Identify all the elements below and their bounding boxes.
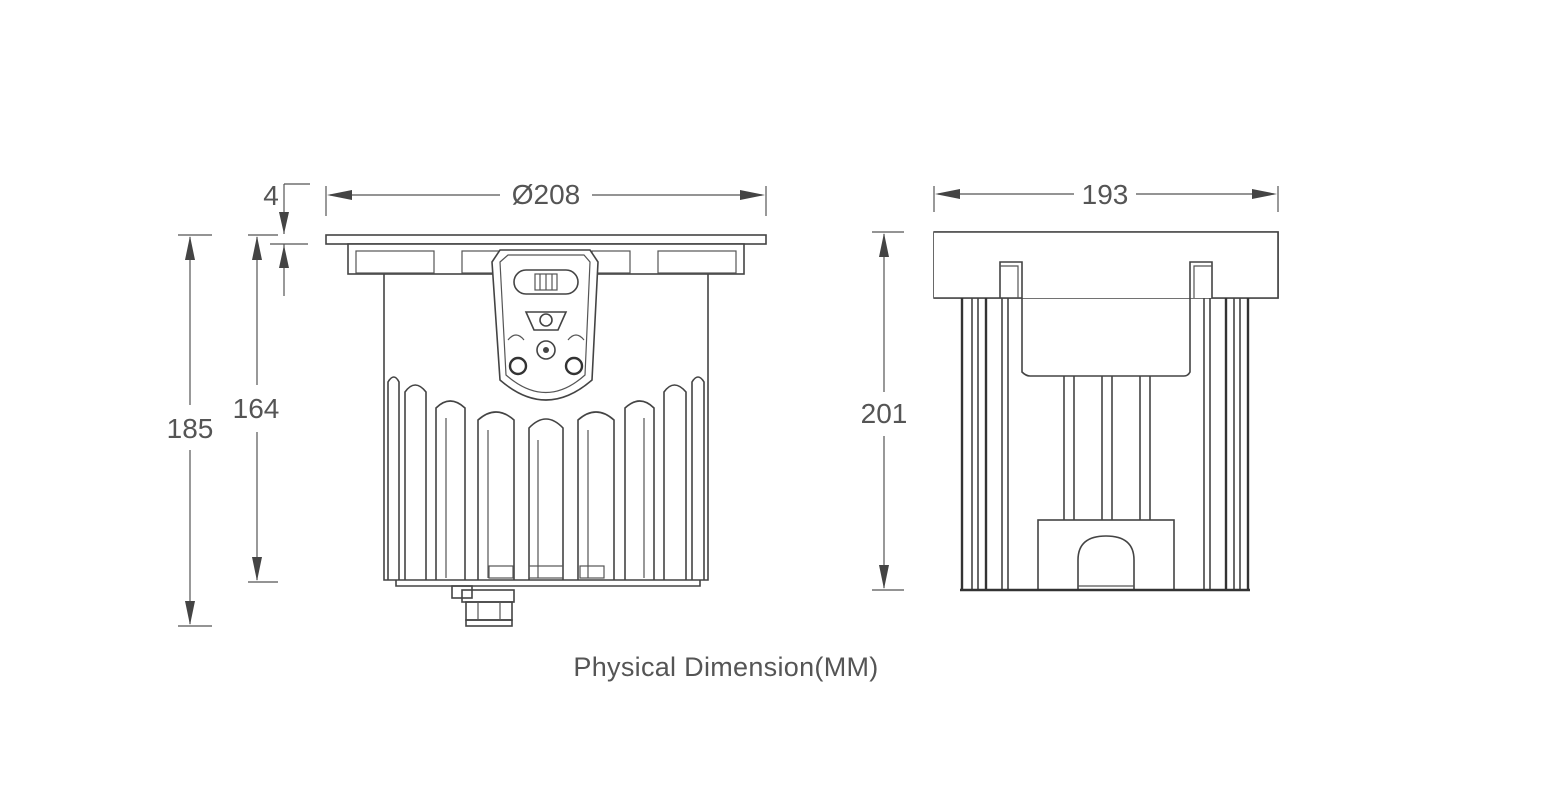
side-left-fins	[960, 298, 1009, 590]
side-base-block	[1037, 519, 1175, 591]
dim-total-height-label: 185	[167, 413, 214, 444]
dim-body-height-label: 164	[233, 393, 280, 424]
front-tab-1	[355, 250, 435, 274]
side-right-fins	[1203, 298, 1250, 590]
dim-total-height	[178, 234, 212, 627]
side-base-arch	[1077, 535, 1135, 590]
dim-diameter-label: Ø208	[512, 179, 581, 210]
front-flange	[325, 234, 767, 245]
dim-side-width	[933, 186, 1279, 212]
dim-flange-thickness	[270, 183, 310, 296]
front-tab-4	[657, 250, 737, 274]
front-cooling-fins	[387, 376, 705, 580]
side-cavity	[999, 261, 1213, 377]
bracket-bolt-right	[564, 356, 584, 376]
bracket-slot-top	[513, 269, 579, 295]
bracket-screw	[536, 340, 556, 360]
front-driver-bracket	[491, 249, 599, 401]
side-center-rods	[1063, 376, 1151, 520]
dim-side-width-label: 193	[1082, 179, 1129, 210]
dim-diameter	[325, 186, 767, 216]
dim-side-height-label: 201	[861, 398, 908, 429]
front-body-base	[395, 580, 701, 587]
front-body-outline	[383, 274, 709, 581]
dim-flange-thickness-label: 4	[263, 180, 279, 211]
front-view: Ø208 4 185 164	[167, 179, 767, 627]
dim-body-height	[248, 234, 278, 583]
dim-side-height	[872, 231, 904, 591]
front-cable-gland	[451, 585, 515, 627]
drawing-caption: Physical Dimension(MM)	[573, 652, 878, 682]
bracket-bolt-left	[508, 356, 528, 376]
bracket-window	[524, 311, 568, 331]
side-view: 193 201	[861, 179, 1279, 592]
